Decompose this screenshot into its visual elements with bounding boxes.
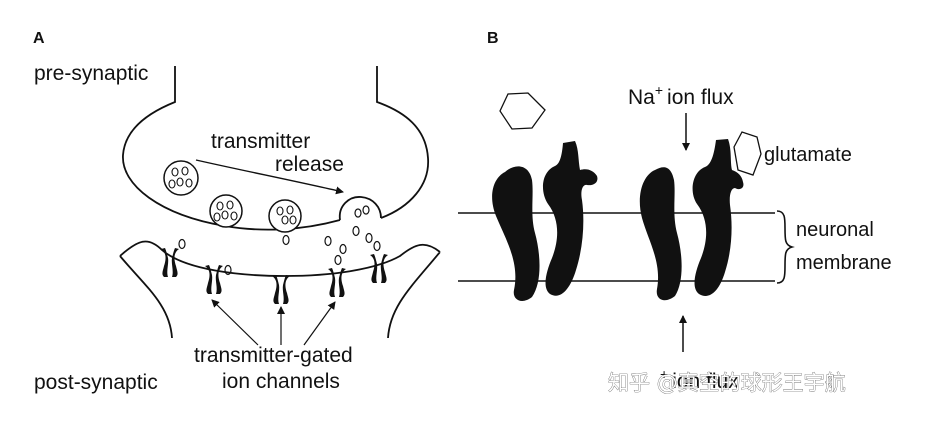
released-molecule [362, 205, 370, 215]
watermark: 知乎 @真空的球形王宇航 [608, 371, 846, 395]
presynaptic-label: pre-synaptic [34, 62, 148, 85]
membrane-label-line2: membrane [796, 252, 892, 274]
release-arrow [195, 159, 344, 195]
postsynaptic-membrane [119, 240, 441, 339]
glutamate-molecule-bound [733, 131, 762, 176]
na-prefix: Na [628, 86, 655, 109]
channels-label-line1: transmitter-gated [194, 344, 353, 367]
glutamate-label: glutamate [764, 144, 852, 166]
ion-channel-open [639, 139, 744, 301]
glutamate-molecule-free [499, 92, 546, 130]
membrane-label-line1: neuronal [796, 219, 874, 241]
cleft-molecules [178, 225, 381, 276]
ion-channel-closed [492, 141, 598, 301]
membrane-brace [776, 210, 795, 284]
panel-b-letter: B [487, 30, 499, 47]
vesicle [268, 199, 302, 233]
na-suffix: ion flux [667, 86, 734, 109]
na-flux-label: Na+ion flux [628, 82, 734, 109]
na-superscript: + [655, 82, 663, 98]
fusing-vesicle [338, 196, 382, 221]
channel-pointer-arrows [211, 299, 336, 346]
panel-a-letter: A [33, 30, 45, 47]
bottom-suffix: ion flux [672, 370, 739, 393]
release-label-line1: transmitter [211, 130, 310, 153]
ion-channel [370, 254, 388, 283]
bottom-superscript: + [660, 366, 668, 382]
postsynaptic-label: post-synaptic [34, 371, 158, 394]
vesicle [209, 194, 243, 228]
release-label-line2: release [275, 153, 344, 176]
ion-channel [272, 275, 290, 304]
vesicle [163, 160, 199, 196]
released-molecule [354, 208, 362, 218]
bottom-flux-label: +ion flux [660, 366, 739, 393]
channels-label-line2: ion channels [222, 370, 340, 393]
